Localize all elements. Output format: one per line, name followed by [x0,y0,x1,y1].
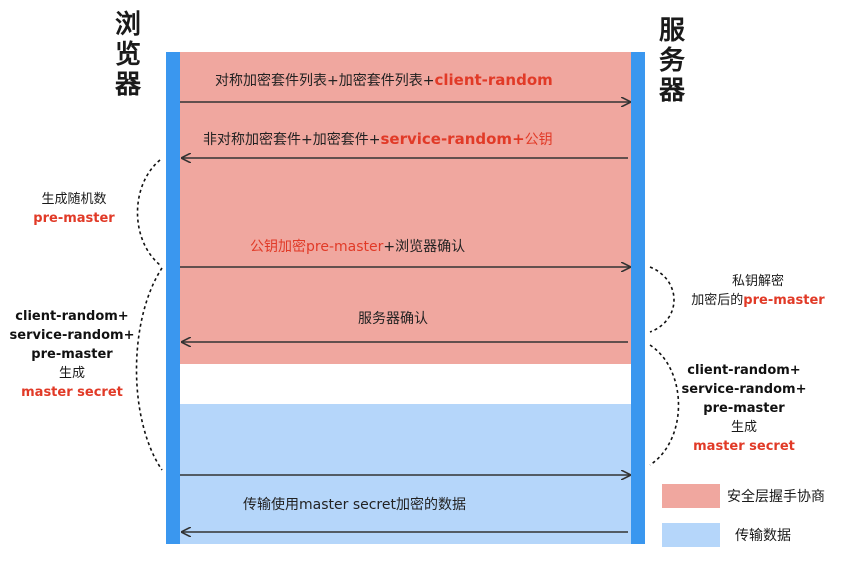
dashed-bracket-browser-secret [135,267,163,471]
note-server-master-secret: client-random+ service-random+ pre-maste… [681,363,807,454]
note-generate-premaster: 生成随机数 pre-master [33,192,115,226]
browser-title: 浏 览 器 [114,10,141,100]
server-title: 服 务 器 [658,16,685,106]
browser-lifeline [166,52,180,544]
note-browser-master-secret: client-random+ service-random+ pre-maste… [9,309,135,400]
msg-server-hello: 非对称加密套件+加密套件+service-random+公钥 [203,130,553,148]
server-lifeline [631,52,645,544]
dashed-bracket-premaster [136,159,161,266]
handshake-region [178,52,631,364]
legend-label-transfer: 传输数据 [735,528,791,544]
note-server-decrypt: 私钥解密 加密后的pre-master [691,274,825,308]
legend-label-handshake: 安全层握手协商 [727,489,825,505]
data-transfer-region [178,404,631,544]
msg-server-confirm: 服务器确认 [358,311,428,327]
msg-premaster: 公钥加密pre-master+浏览器确认 [250,239,466,255]
legend-swatch-handshake [662,484,720,508]
dashed-bracket-decrypt [649,266,675,333]
msg-data-transfer: 传输使用master secret加密的数据 [243,497,466,513]
dashed-bracket-server-secret [649,344,680,466]
legend-swatch-transfer [662,523,720,547]
msg-client-hello: 对称加密套件列表+加密套件列表+client-random [215,71,553,89]
